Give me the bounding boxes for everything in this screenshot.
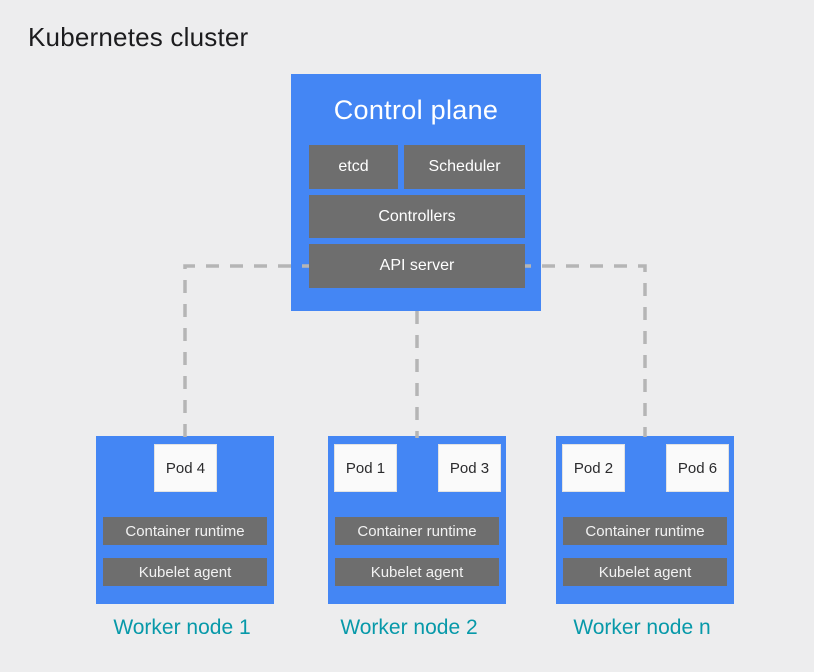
pod-row: Pod 2 Pod 6 — [562, 444, 729, 492]
pod-box: Pod 1 — [334, 444, 397, 492]
worker-node-2-label: Worker node 2 — [340, 616, 478, 639]
etcd-box: etcd — [309, 145, 398, 189]
diagram-title: Kubernetes cluster — [28, 22, 249, 52]
kubelet-agent-box: Kubelet agent — [103, 558, 267, 586]
container-runtime-box: Container runtime — [563, 517, 727, 545]
container-runtime-box: Container runtime — [103, 517, 267, 545]
kubelet-agent-box: Kubelet agent — [563, 558, 727, 586]
control-plane-title: Control plane — [333, 95, 499, 125]
pod-box: Pod 2 — [562, 444, 625, 492]
control-plane-box: Control plane etcd Scheduler Controllers… — [291, 74, 541, 311]
scheduler-box: Scheduler — [404, 145, 525, 189]
kubelet-agent-box: Kubelet agent — [335, 558, 499, 586]
pod-row: Pod 4 — [102, 444, 269, 492]
pod-box: Pod 3 — [438, 444, 501, 492]
pod-box: Pod 4 — [154, 444, 217, 492]
pod-box: Pod 6 — [666, 444, 729, 492]
controllers-box: Controllers — [309, 195, 525, 238]
worker-node-1-label: Worker node 1 — [113, 616, 251, 639]
worker-node-n-label: Worker node n — [573, 616, 711, 639]
worker-node-n-box: Pod 2 Pod 6 Container runtime Kubelet ag… — [556, 436, 734, 604]
worker-node-1-box: Pod 4 Container runtime Kubelet agent — [96, 436, 274, 604]
api-server-box: API server — [309, 244, 525, 288]
worker-node-2-box: Pod 1 Pod 3 Container runtime Kubelet ag… — [328, 436, 506, 604]
pod-row: Pod 1 Pod 3 — [334, 444, 501, 492]
container-runtime-box: Container runtime — [335, 517, 499, 545]
